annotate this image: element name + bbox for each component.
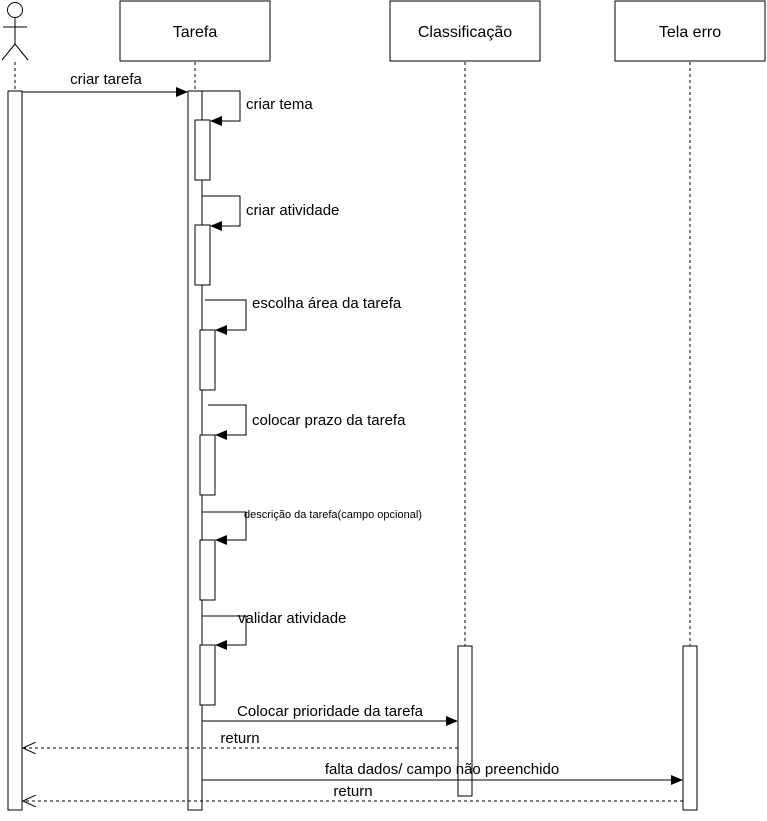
message-falta-dados: falta dados/ campo não preenchido (202, 761, 683, 785)
activation-descricao (199, 539, 216, 601)
self-message-colocar-prazo: colocar prazo da tarefa (208, 404, 406, 440)
participant-classificacao: Classificação (389, 0, 541, 62)
self-message-colocar-prazo-label: colocar prazo da tarefa (252, 412, 406, 429)
activation-validar (199, 644, 216, 706)
message-return-1-label: return (220, 730, 259, 747)
self-message-validar-label: validar atividade (238, 610, 346, 627)
participant-classificacao-label: Classificação (418, 24, 512, 41)
self-message-criar-tema: criar tema (202, 90, 313, 126)
self-message-criar-atividade-label: criar atividade (246, 202, 339, 219)
self-message-descricao: descrição da tarefa(campo opcional) (202, 509, 422, 545)
message-criar-tarefa: criar tarefa (22, 71, 188, 97)
activation-classificacao (457, 645, 473, 797)
message-colocar-prioridade: Colocar prioridade da tarefa (202, 703, 458, 726)
message-return-2: return (23, 783, 683, 801)
message-colocar-prioridade-label: Colocar prioridade da tarefa (237, 703, 424, 720)
participant-tarefa-label: Tarefa (173, 24, 218, 41)
activation-colocar-prazo (199, 434, 216, 496)
participant-tarefa: Tarefa (119, 0, 271, 62)
message-return-1: return (23, 730, 458, 748)
self-message-descricao-label: descrição da tarefa(campo opcional) (244, 509, 422, 521)
participant-tela-erro: Tela erro (614, 0, 766, 62)
self-message-escolha-area: escolha área da tarefa (205, 295, 402, 335)
activation-tela-erro (682, 645, 698, 811)
activation-criar-tema (194, 119, 211, 181)
self-message-criar-tema-label: criar tema (246, 96, 313, 113)
message-return-2-label: return (333, 783, 372, 800)
self-message-escolha-area-label: escolha área da tarefa (252, 295, 402, 312)
message-criar-tarefa-label: criar tarefa (70, 71, 142, 88)
self-message-validar: validar atividade (202, 610, 346, 650)
participant-tela-erro-label: Tela erro (659, 24, 721, 41)
activation-actor (7, 90, 23, 811)
message-falta-dados-label: falta dados/ campo não preenchido (325, 761, 559, 778)
actor-stick-figure (1, 2, 29, 61)
self-message-criar-atividade: criar atividade (202, 195, 339, 231)
activation-criar-atividade (194, 224, 211, 286)
activation-escolha-area (199, 329, 216, 391)
